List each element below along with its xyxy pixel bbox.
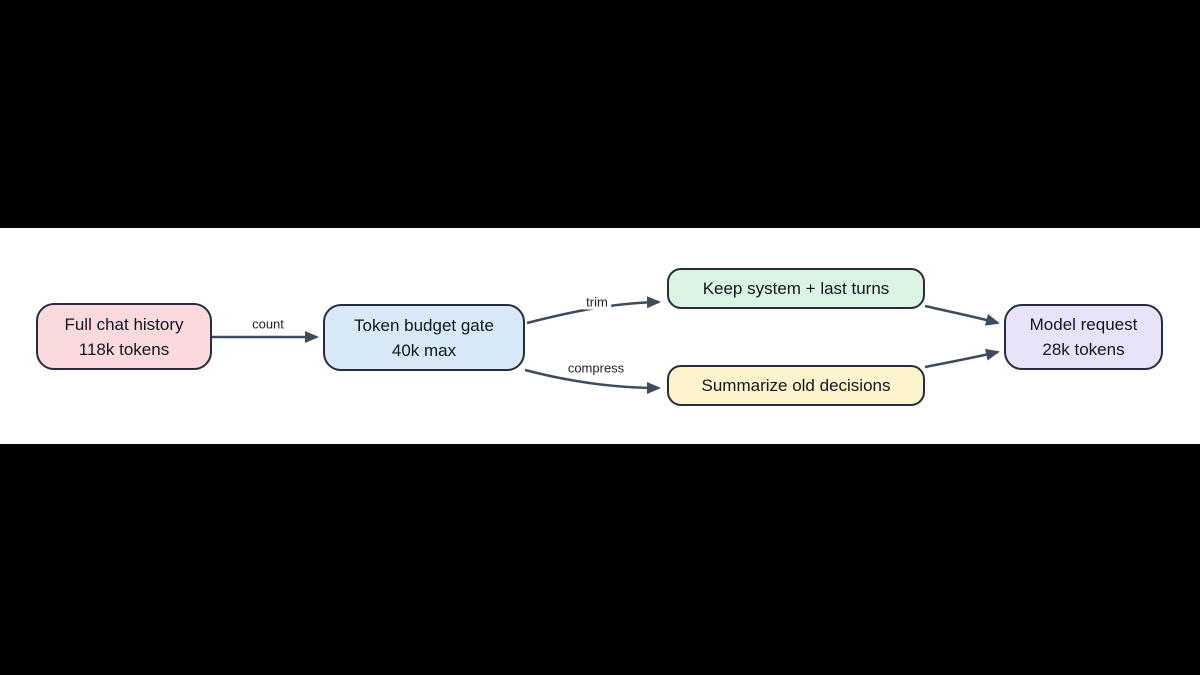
node-model-request: Model request 28k tokens bbox=[1004, 304, 1163, 370]
node-full-chat-history: Full chat history 118k tokens bbox=[36, 303, 212, 370]
node-label-line: 118k tokens bbox=[78, 339, 170, 359]
node-label-line: 28k tokens bbox=[1042, 340, 1125, 359]
node-token-budget-gate: Token budget gate 40k max bbox=[323, 304, 525, 371]
edge-label-compress: compress bbox=[564, 360, 628, 376]
node-label-line: Full chat history bbox=[64, 314, 184, 334]
node-keep-system-last-turns: Keep system + last turns bbox=[667, 268, 925, 309]
node-label-line: 40k max bbox=[391, 340, 457, 360]
node-label-line: Token budget gate bbox=[354, 315, 494, 335]
node-label-line: Summarize old decisions bbox=[701, 376, 891, 395]
node-label-line: Keep system + last turns bbox=[702, 279, 890, 298]
edge-label-trim: trim bbox=[583, 294, 611, 310]
edge-label-count: count bbox=[249, 316, 287, 332]
node-label-line: Model request bbox=[1029, 315, 1138, 334]
node-summarize-old-decisions: Summarize old decisions bbox=[667, 365, 925, 406]
